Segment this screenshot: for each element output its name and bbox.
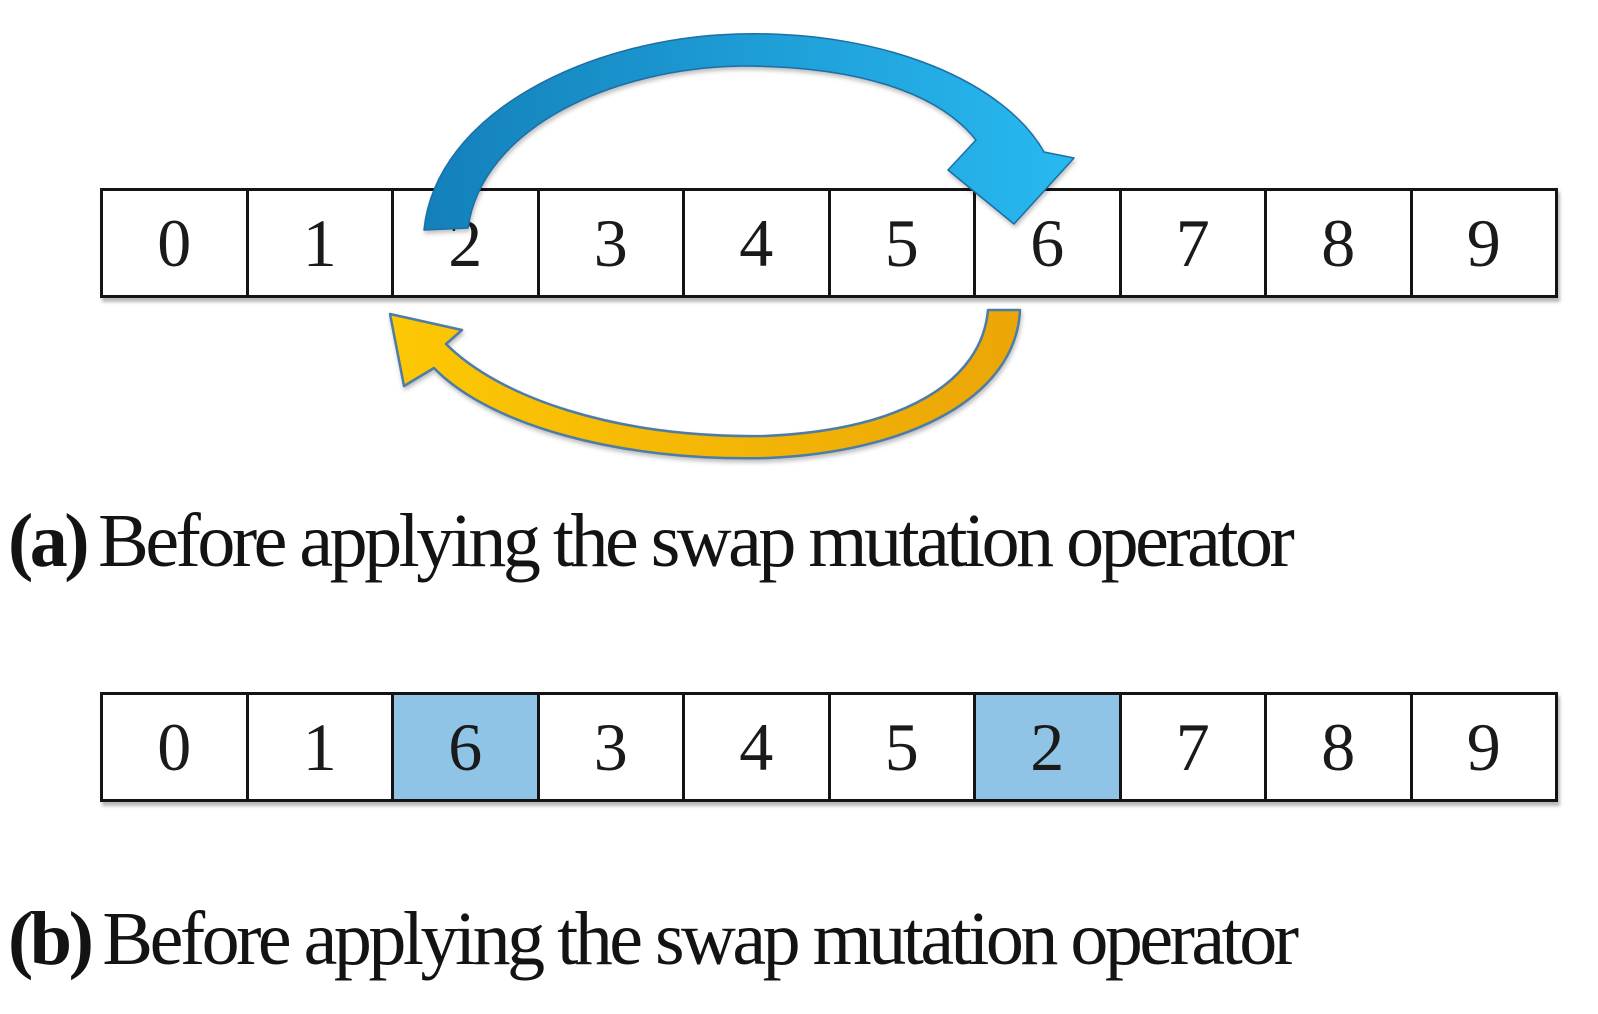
- array-cell-highlighted: 2: [976, 695, 1122, 799]
- array-cell: 1: [249, 695, 394, 799]
- array-cell: 0: [103, 191, 249, 295]
- array-cell: 4: [685, 695, 831, 799]
- array-cell: 2: [394, 191, 540, 295]
- array-cell: 5: [831, 695, 976, 799]
- array-cell: 7: [1122, 191, 1267, 295]
- array-cell: 9: [1466, 205, 1501, 281]
- caption-b-text: Before applying the swap mutation operat…: [102, 897, 1299, 981]
- array-cell: 3: [540, 695, 685, 799]
- caption-b: (b)Before applying the swap mutation ope…: [8, 896, 1299, 983]
- array-cell: 4: [685, 191, 831, 295]
- array-cell: 8: [1267, 695, 1413, 799]
- array-cell: 1: [249, 191, 394, 295]
- caption-a-label: (a): [8, 499, 90, 583]
- array-cell: 3: [540, 191, 685, 295]
- array-cell-highlighted: 6: [394, 695, 540, 799]
- array-cell: 5: [831, 191, 976, 295]
- array-cell: 6: [976, 191, 1122, 295]
- array-cell: 8: [1267, 191, 1413, 295]
- array-cell: 0: [103, 695, 249, 799]
- array-cell: 9: [1466, 709, 1501, 785]
- caption-b-label: (b): [8, 897, 94, 981]
- array-cell: 7: [1122, 695, 1267, 799]
- caption-a-text: Before applying the swap mutation operat…: [98, 499, 1295, 583]
- caption-a: (a)Before applying the swap mutation ope…: [8, 498, 1295, 585]
- swap-arrow-bottom-icon: [388, 308, 1022, 460]
